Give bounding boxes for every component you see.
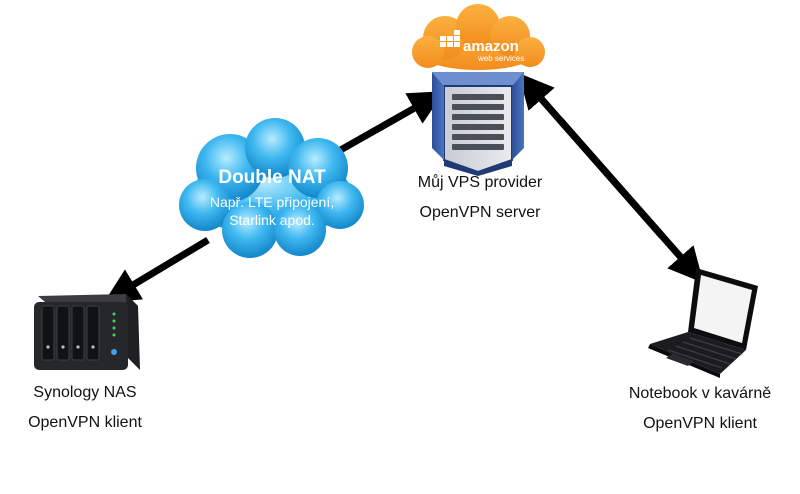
arrow-nat-to-aws [335,91,445,156]
notebook-icon [648,268,758,378]
arrow-notebook-to-aws [518,72,665,239]
notebook-openvpn-client-label: OpenVPN klient [643,415,757,432]
vps-provider-label: Můj VPS provider [417,174,543,191]
arrow-nat-to-nas [103,236,210,303]
connection-arrows [103,72,704,303]
synology-nas-label: Synology NAS [33,384,137,401]
aws-cloud-icon: amazon web services [412,4,545,70]
double-nat-label: Double NAT Např. LTE připojení, Starlink… [192,167,352,229]
notebook-label: Notebook v kavárně [628,385,772,402]
synology-nas-icon [34,294,140,370]
double-nat-line1: Např. LTE připojení, [209,194,335,210]
server-icon [432,72,524,176]
openvpn-server-label: OpenVPN server [419,204,541,221]
aws-logo-subtext: web services [477,54,524,63]
nas-openvpn-client-label: OpenVPN klient [28,414,142,431]
double-nat-line2: Starlink apod. [229,212,315,228]
double-nat-cloud-icon [179,118,364,258]
double-nat-title: Double NAT [218,167,326,188]
aws-logo-text: amazon [463,38,519,55]
